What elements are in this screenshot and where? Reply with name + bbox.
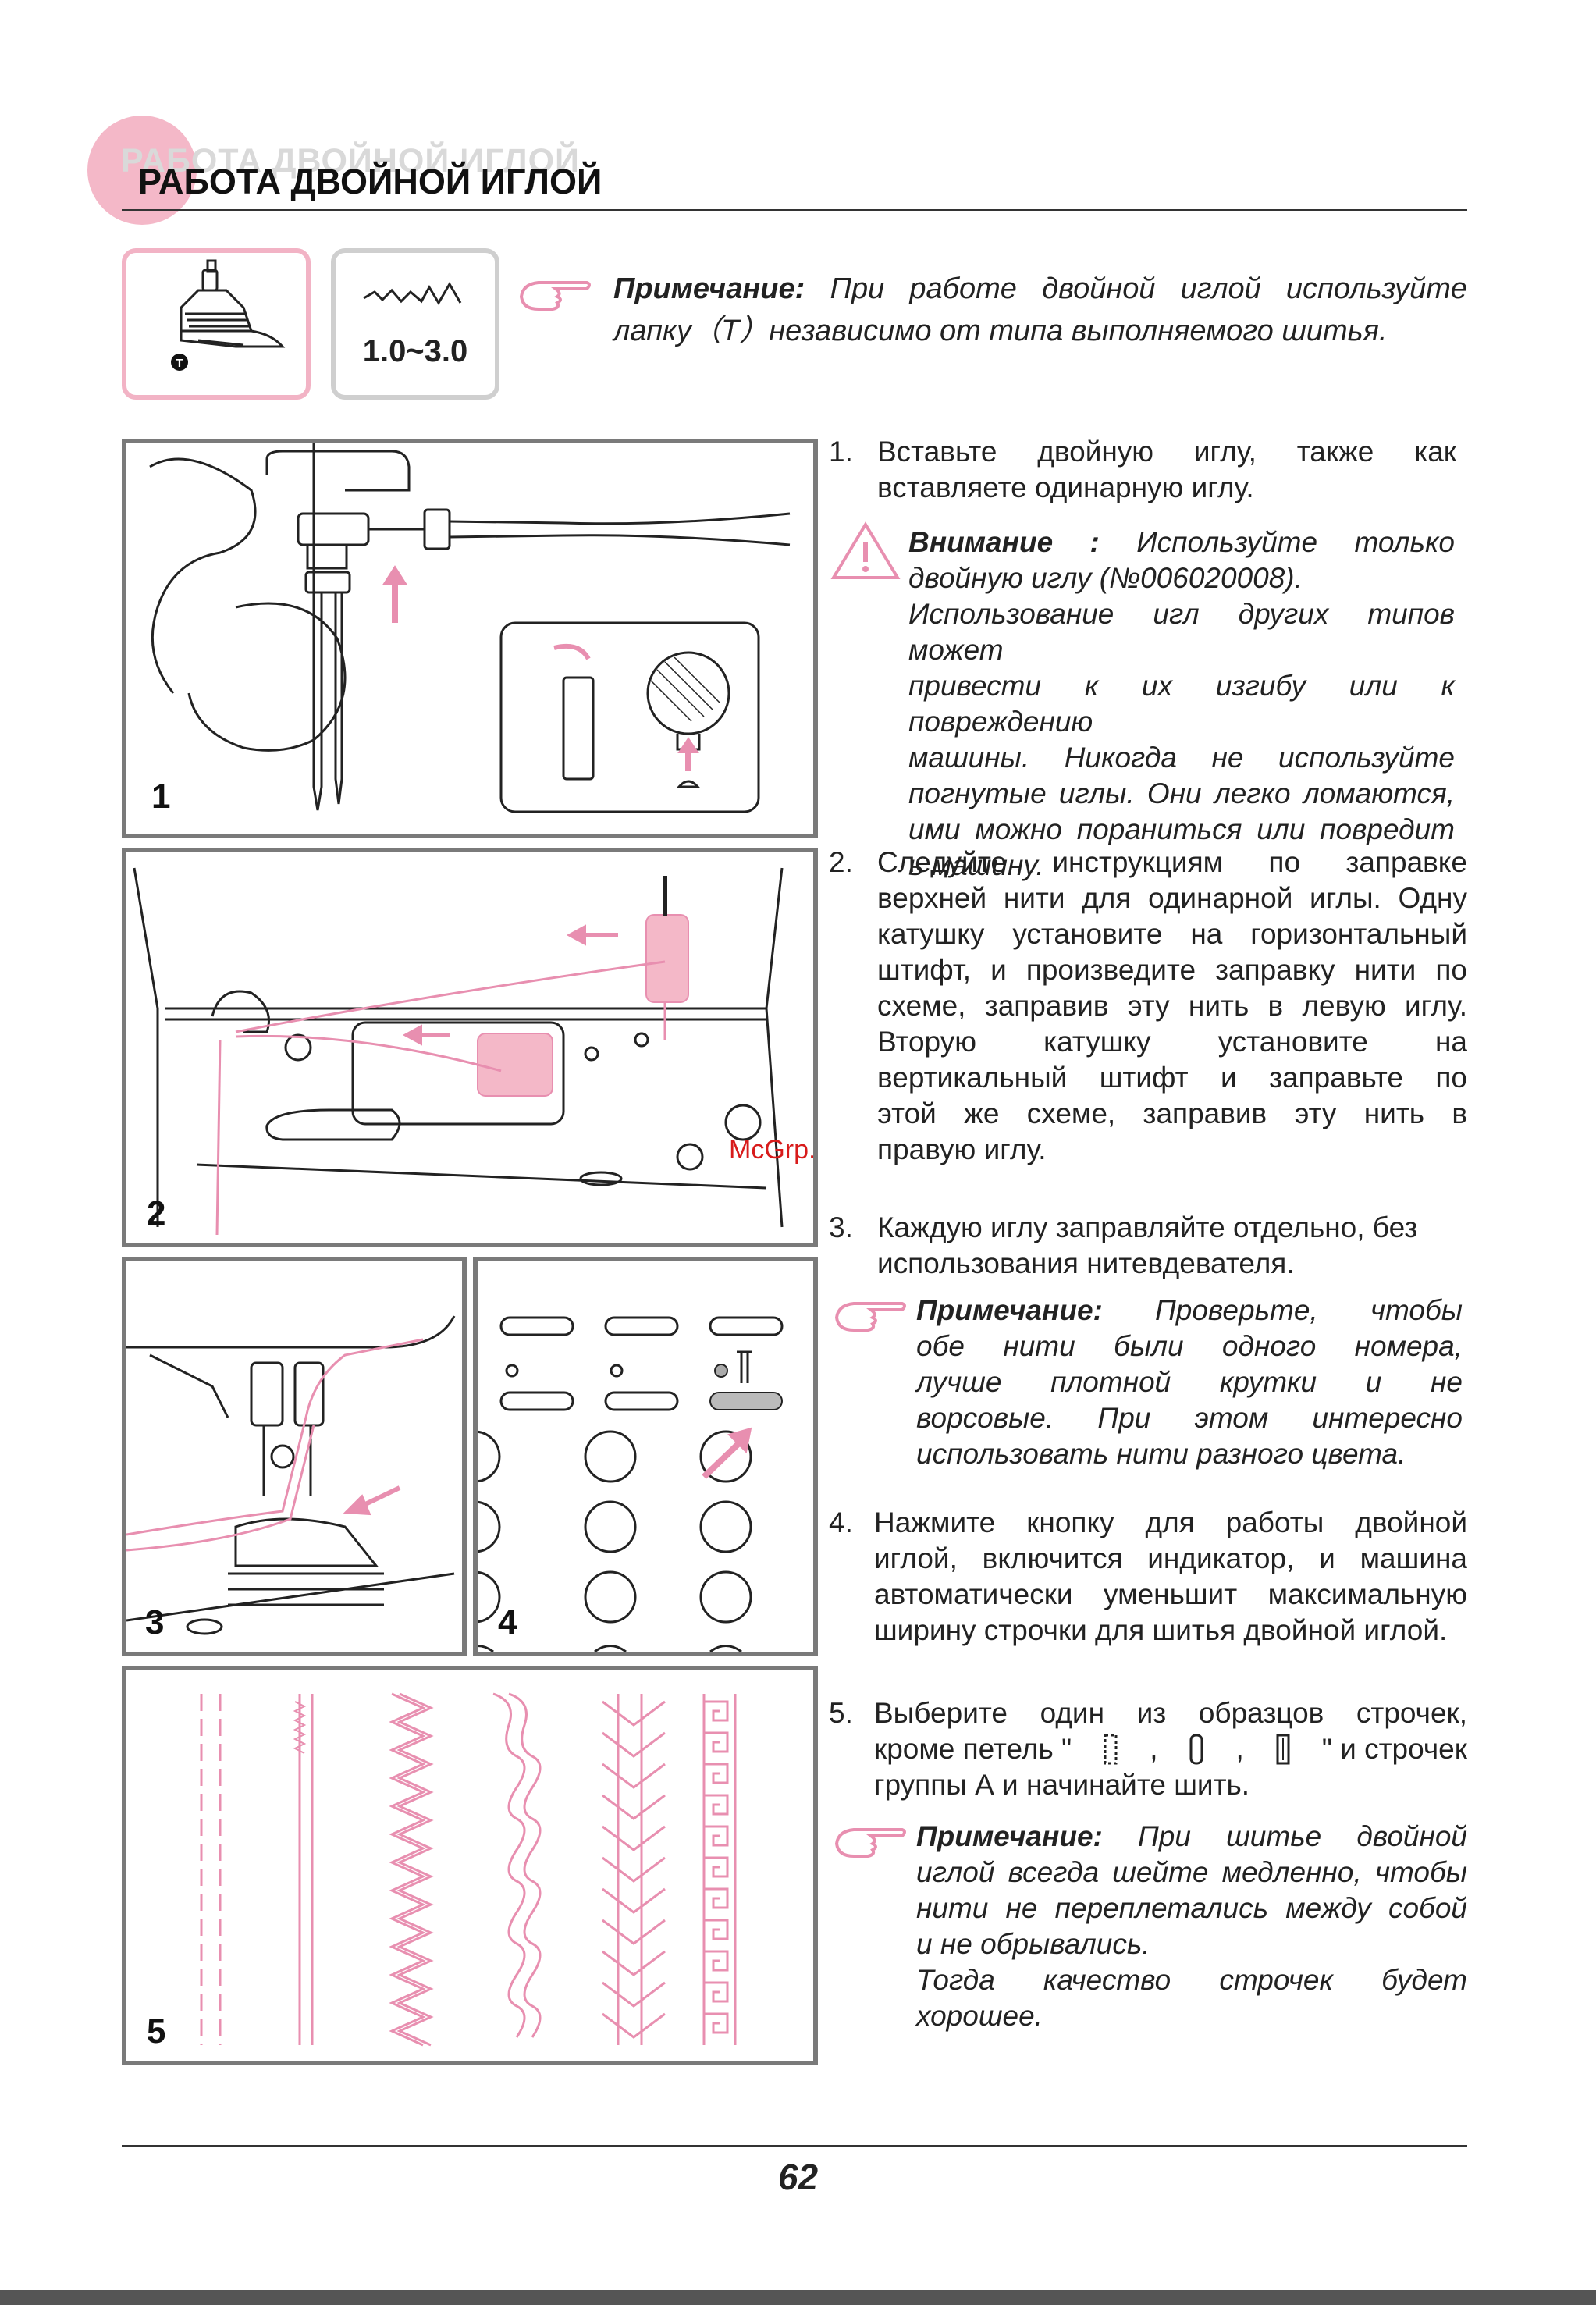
- note-3-line-2: иглой всегда шейте медленно, чтобы: [916, 1856, 1467, 1888]
- top-note-line1: При работе двойной иглой используйте: [830, 272, 1468, 305]
- page-title: РАБОТА ДВОЙНОЙ ИГЛОЙ: [138, 162, 602, 201]
- figure-1-number: 1: [151, 777, 171, 816]
- title-shadow: РАБОТА ДВОЙНОЙ ИГЛОЙ: [121, 142, 580, 180]
- foot-letter: T: [176, 357, 183, 370]
- page-number: 62: [777, 2157, 819, 2197]
- step-4-line-4: ширину строчки для шитья двойной иглой.: [874, 1614, 1448, 1646]
- figure-5: 5: [122, 1666, 818, 2065]
- step-4-number: 4.: [829, 1506, 853, 1538]
- figure-2-number: 2: [147, 1194, 166, 1233]
- presser-foot-box: T: [122, 248, 311, 400]
- step-2-line-8: этой же схеме, заправив эту нить в: [877, 1097, 1467, 1129]
- top-note-line2: лапку（Т）независимо от типа выполняемого …: [613, 315, 1388, 347]
- step-2-number: 2.: [829, 846, 853, 878]
- step-2-line-1: Следуйте инструкциям по заправке: [877, 846, 1467, 878]
- threading-illustration: [133, 867, 784, 1236]
- note-2-line-3: лучше плотной крутки и не: [916, 1366, 1463, 1398]
- step-5-line-3: группы А и начинайте шить.: [874, 1769, 1250, 1801]
- note-3-label: Примечание:: [916, 1820, 1103, 1852]
- pointing-hand-icon: [834, 1828, 906, 1858]
- note-2-line-4: ворсовые. При этом интересно: [916, 1402, 1463, 1434]
- step-5-line-2a: кроме петель ": [874, 1733, 1072, 1765]
- warning-line-3: Использование игл других типов может: [908, 598, 1455, 666]
- title-rule: [122, 209, 1467, 211]
- note-3-line-4: и не обрывались.: [916, 1928, 1150, 1960]
- footer-rule: [122, 2145, 1467, 2147]
- note-3-line-1: При шитье двойной: [1137, 1820, 1467, 1852]
- note-2-label: Примечание:: [916, 1294, 1103, 1326]
- presser-foot-icon: T: [171, 259, 286, 371]
- buttonhole-icon: [1104, 1734, 1118, 1765]
- figure-5-number: 5: [147, 2012, 166, 2051]
- figure-1: 1: [122, 439, 818, 838]
- bottom-edge-bar: [0, 2290, 1596, 2305]
- figure-2: 2 McGrp.Ru: [122, 848, 818, 1247]
- note-2-line-1: Проверьте, чтобы: [1154, 1294, 1463, 1326]
- needle-insertion-illustration: [149, 443, 791, 813]
- figure-3-number: 3: [145, 1603, 165, 1642]
- note-2-line-2: обе нити были одного номера,: [916, 1330, 1463, 1362]
- warning-triangle-icon: [830, 521, 901, 579]
- warning-line-7: ими можно пораниться или повредит: [908, 813, 1455, 845]
- step-4-line-3: автоматически уменьшит максимальную: [874, 1578, 1467, 1610]
- step-5-line-2b: " и строчек: [1321, 1733, 1467, 1765]
- needle-threading-illustration: [126, 1315, 456, 1635]
- figure-4: 4: [473, 1257, 818, 1656]
- step-2-line-2: верхней нити для одинарной иглы. Одну: [877, 882, 1467, 914]
- warning-label: Внимание :: [908, 526, 1100, 558]
- step-1-number: 1.: [829, 436, 853, 468]
- zigzag-width-icon: [363, 282, 462, 305]
- buttonhole-icon: [1189, 1734, 1203, 1765]
- watermark: McGrp.Ru: [729, 1135, 816, 1165]
- twin-needle-button-illustration: [478, 1316, 784, 1652]
- stitch-width-value: 1.0~3.0: [362, 334, 468, 368]
- step-3-line-1: Каждую иглу заправляйте отдельно, без: [877, 1211, 1418, 1243]
- figure-4-number: 4: [498, 1603, 517, 1642]
- figure-3: 3: [122, 1257, 467, 1656]
- warning-line-5: машины. Никогда не используйте: [908, 742, 1455, 774]
- buttonhole-icon: [1276, 1734, 1290, 1765]
- top-note-label: Примечание:: [613, 272, 805, 305]
- step-2-line-4: штифт, и произведите заправку нити по: [877, 954, 1467, 986]
- step-3-line-2: использования нитевдевателя.: [877, 1247, 1295, 1279]
- warning-line-8: ь машину.: [908, 849, 1044, 881]
- step-5-line-1: Выберите один из образцов строчек,: [874, 1697, 1467, 1729]
- warning-line-4: привести к их изгибу или к повреждению: [908, 670, 1455, 738]
- title-decoration: [87, 116, 197, 225]
- step-4-line-2: иглой, включится индикатор, и машина: [874, 1542, 1467, 1574]
- step-1-line-1: Вставьте двойную иглу, также как: [877, 436, 1456, 468]
- step-3-number: 3.: [829, 1211, 853, 1243]
- step-1-line-2: вставляете одинарную иглу.: [877, 471, 1254, 503]
- note-3-line-3: нити не переплетались между собой: [916, 1892, 1467, 1924]
- warning-line-6: погнутые иглы. Они легко ломаются,: [908, 777, 1455, 809]
- step-2-line-5: схеме, заправив эту нить в левую иглу.: [877, 990, 1467, 1022]
- warning-line-1: Используйте только: [1136, 526, 1455, 558]
- stitch-width-box: [331, 248, 499, 400]
- warning-line-2: двойную иглу (№006020008).: [908, 562, 1303, 594]
- stitch-samples-illustration: [200, 1692, 737, 2047]
- step-5-number: 5.: [829, 1697, 853, 1729]
- step-2-line-7: вертикальный штифт и заправьте по: [877, 1062, 1467, 1094]
- pointing-hand-icon: [519, 281, 591, 311]
- step-4-line-1: Нажмите кнопку для работы двойной: [874, 1506, 1467, 1538]
- step-2-line-3: катушку установите на горизонтальный: [877, 918, 1467, 950]
- note-3-line-5: Тогда качество строчек будет хорошее.: [916, 1964, 1467, 2032]
- pointing-hand-icon: [834, 1302, 906, 1332]
- step-2-line-9: правую иглу.: [877, 1133, 1047, 1165]
- step-2-line-6: Вторую катушку установите на: [877, 1026, 1467, 1058]
- note-2-line-5: использовать нити разного цвета.: [916, 1438, 1406, 1470]
